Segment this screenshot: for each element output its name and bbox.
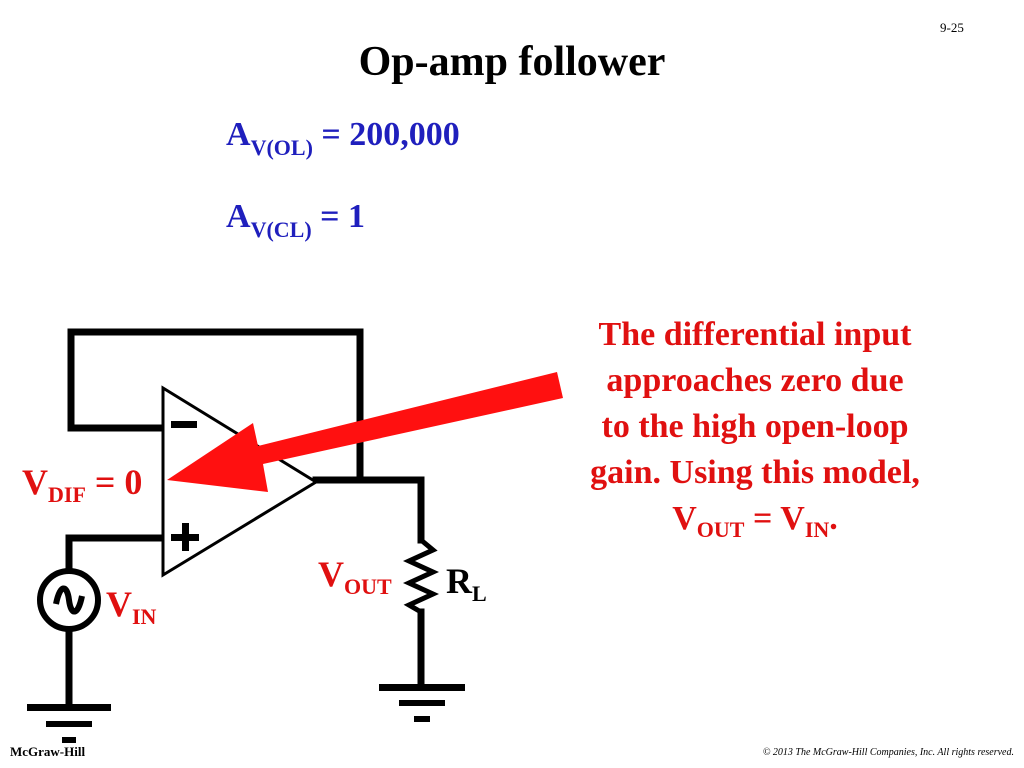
note-line-2: approaches zero due bbox=[606, 362, 904, 399]
slide-number: 9-25 bbox=[940, 20, 964, 35]
footer-publisher: McGraw-Hill bbox=[10, 744, 86, 759]
vout-main: V bbox=[318, 554, 344, 594]
note-equation: VOUT = VIN. bbox=[540, 496, 970, 545]
vdif-sub: DIF bbox=[48, 482, 86, 507]
note-line-3: to the high open-loop bbox=[601, 408, 909, 445]
rl-sub: L bbox=[472, 581, 487, 606]
plus-sign-vertical bbox=[182, 523, 189, 551]
note-line-1: The differential input bbox=[598, 316, 912, 353]
note-eq-sub2: IN bbox=[804, 517, 830, 542]
closed-loop-gain-equation: AV(CL) = 1 bbox=[226, 198, 366, 242]
note-eq-end: . bbox=[829, 500, 838, 537]
resistor-icon bbox=[402, 538, 440, 615]
eq-cl-value: = 1 bbox=[311, 198, 366, 235]
vout-sub: OUT bbox=[344, 574, 392, 599]
sine-wave-icon bbox=[53, 585, 85, 615]
feedback-wire bbox=[67, 328, 364, 484]
rl-main: R bbox=[446, 561, 472, 601]
ground-symbol-load bbox=[379, 684, 465, 722]
output-wire bbox=[312, 476, 425, 544]
eq-cl-a: A bbox=[226, 198, 251, 235]
vin-label: VIN bbox=[106, 583, 156, 629]
eq-ol-sub: V(OL) bbox=[250, 135, 313, 160]
note-eq-v1: V bbox=[672, 500, 697, 537]
vdif-rest: = 0 bbox=[85, 462, 143, 502]
input-wire bbox=[65, 534, 167, 574]
circuit-wires bbox=[65, 328, 425, 710]
vout-label: VOUT bbox=[318, 553, 392, 599]
red-arrow-icon bbox=[167, 372, 563, 492]
open-loop-gain-equation: AV(OL) = 200,000 bbox=[226, 116, 460, 160]
vdif-label: VDIF = 0 bbox=[22, 461, 143, 507]
note-eq-mid: = V bbox=[744, 500, 805, 537]
eq-cl-sub: V(CL) bbox=[250, 217, 312, 242]
eq-ol-a: A bbox=[226, 116, 251, 153]
note-line-4: gain. Using this model, bbox=[590, 454, 920, 491]
vin-main: V bbox=[106, 584, 132, 624]
vdif-main: V bbox=[22, 462, 48, 502]
page-title: Op-amp follower bbox=[358, 39, 666, 85]
ground-symbol-source bbox=[27, 704, 111, 743]
explanation-note: The differential input approaches zero d… bbox=[540, 312, 970, 545]
minus-sign-icon bbox=[171, 421, 197, 428]
footer-copyright: © 2013 The McGraw-Hill Companies, Inc. A… bbox=[762, 747, 1014, 758]
note-eq-sub1: OUT bbox=[696, 517, 745, 542]
eq-ol-value: = 200,000 bbox=[312, 116, 460, 153]
vin-sub: IN bbox=[132, 604, 157, 629]
rl-label: RL bbox=[446, 560, 487, 606]
